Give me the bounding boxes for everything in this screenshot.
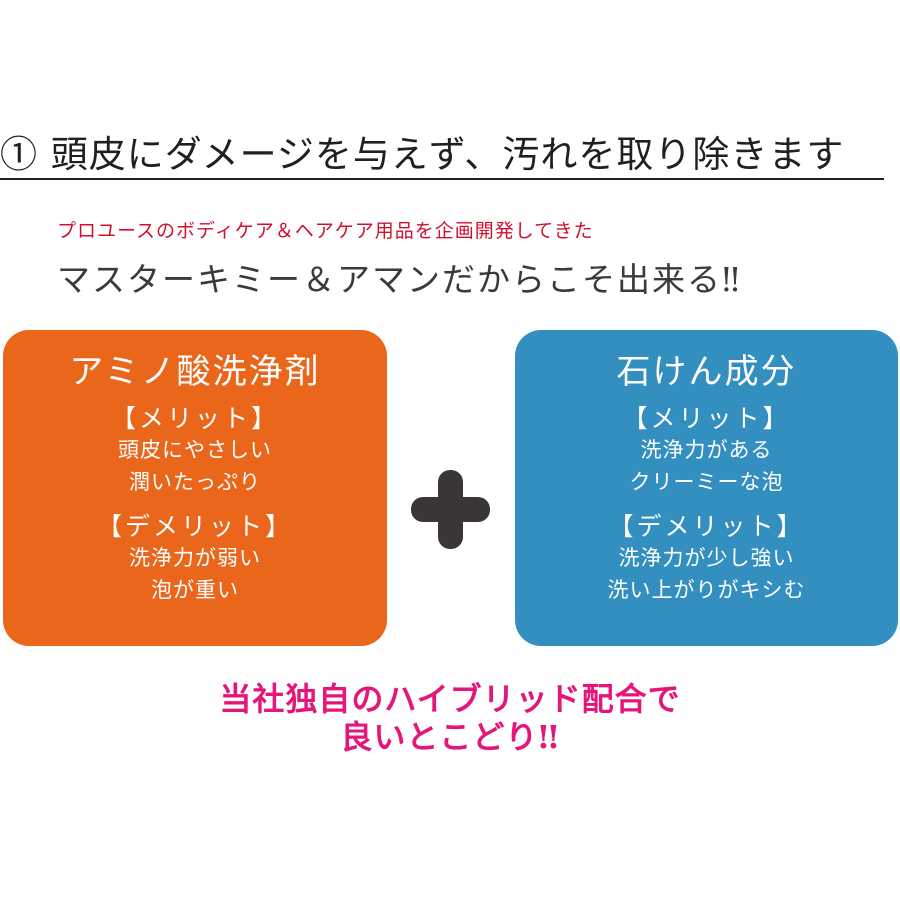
merit-item: クリーミーな泡: [629, 470, 784, 494]
card-title: アミノ酸洗浄剤: [69, 352, 321, 392]
section-heading: ① 頭皮にダメージを与えず、汚れを取り除きます: [0, 132, 884, 180]
amino-acid-card: アミノ酸洗浄剤 【メリット】 頭皮にやさしい 潤いたっぷり 【デメリット】 洗浄…: [3, 330, 387, 646]
merit-item: 洗浄力がある: [640, 438, 773, 462]
tagline-line-2: 良いとこどり‼: [340, 718, 560, 756]
card-title: 石けん成分: [616, 352, 797, 392]
demerit-item: 洗浄力が弱い: [129, 546, 261, 570]
tagline: 当社独自のハイブリッド配合で 良いとこどり‼: [0, 680, 900, 756]
demerit-label: 【デメリット】: [96, 512, 293, 541]
demerit-item: 泡が重い: [151, 578, 239, 602]
merit-label: 【メリット】: [110, 404, 279, 433]
soap-component-card: 石けん成分 【メリット】 洗浄力がある クリーミーな泡 【デメリット】 洗浄力が…: [515, 330, 898, 646]
merit-label: 【メリット】: [622, 404, 791, 433]
intro-main-line: マスターキミー＆アマンだからこそ出来る‼: [57, 260, 742, 299]
tagline-line-1: 当社独自のハイブリッド配合で: [219, 680, 681, 718]
demerit-label: 【デメリット】: [608, 512, 805, 541]
demerit-item: 洗浄力が少し強い: [618, 546, 795, 570]
demerit-item: 洗い上がりがキシむ: [607, 578, 806, 602]
merit-item: 潤いたっぷり: [129, 470, 261, 494]
merit-item: 頭皮にやさしい: [118, 438, 272, 462]
intro-red-line: プロユースのボディケア＆ヘアケア用品を企画開発してきた: [57, 220, 594, 242]
plus-icon: [411, 470, 490, 549]
